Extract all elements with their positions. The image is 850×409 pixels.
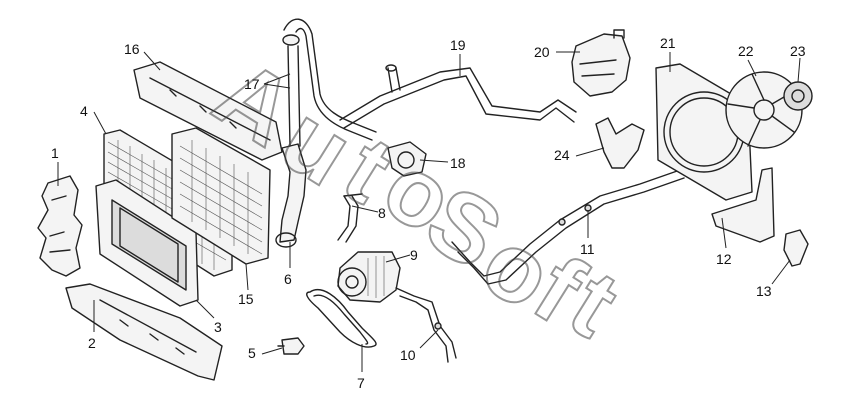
callout-16: 16: [124, 41, 140, 57]
callout-5: 5: [248, 345, 256, 361]
callout-18: 18: [450, 155, 466, 171]
callout-24: 24: [554, 147, 570, 163]
part-18-thermostat-housing: [387, 141, 427, 177]
part-23-fan-clutch: [783, 81, 813, 111]
callout-labels: 1 2 3 4 5 6 7 8 9 10 11 12 13 15 16 17 1…: [51, 35, 806, 391]
part-17-coolant-pipes: [282, 18, 377, 147]
callout-11: 11: [580, 241, 595, 257]
part-16-top-panel: [133, 61, 283, 161]
part-11-long-ac-line: [451, 169, 685, 285]
part-3-radiator-frame: [95, 179, 199, 307]
callout-22: 22: [738, 43, 754, 59]
part-5-sensor: [277, 337, 305, 355]
callout-20: 20: [534, 44, 550, 60]
callout-2: 2: [88, 335, 96, 351]
part-8-small-hose: [337, 193, 363, 243]
part-19-long-pipe: [339, 64, 577, 129]
part-9-ac-compressor: [337, 251, 401, 303]
part-1-side-shroud: [37, 175, 83, 277]
part-10-ac-line: [395, 287, 457, 363]
part-6-lower-hose: [275, 143, 307, 248]
callout-15: 15: [238, 291, 254, 307]
callout-8: 8: [378, 205, 386, 221]
callout-17: 17: [244, 76, 260, 92]
part-24-bracket: [595, 117, 645, 169]
callout-19: 19: [450, 37, 466, 53]
part-13-fitting: [783, 229, 809, 267]
part-20-expansion-tank: [571, 29, 631, 97]
callout-9: 9: [410, 247, 418, 263]
part-15-radiator: [171, 127, 271, 265]
callout-4: 4: [80, 103, 88, 119]
leader-lines: [57, 51, 801, 372]
callout-7: 7: [357, 375, 365, 391]
callout-21: 21: [660, 35, 676, 51]
callout-13: 13: [756, 283, 772, 299]
callout-6: 6: [284, 271, 292, 287]
part-2-lower-deflector: [65, 283, 223, 381]
callout-3: 3: [214, 319, 222, 335]
callout-23: 23: [790, 43, 806, 59]
part-7-drive-belt: [306, 289, 377, 348]
callout-10: 10: [400, 347, 416, 363]
callout-1: 1: [51, 145, 59, 161]
callout-12: 12: [716, 251, 732, 267]
